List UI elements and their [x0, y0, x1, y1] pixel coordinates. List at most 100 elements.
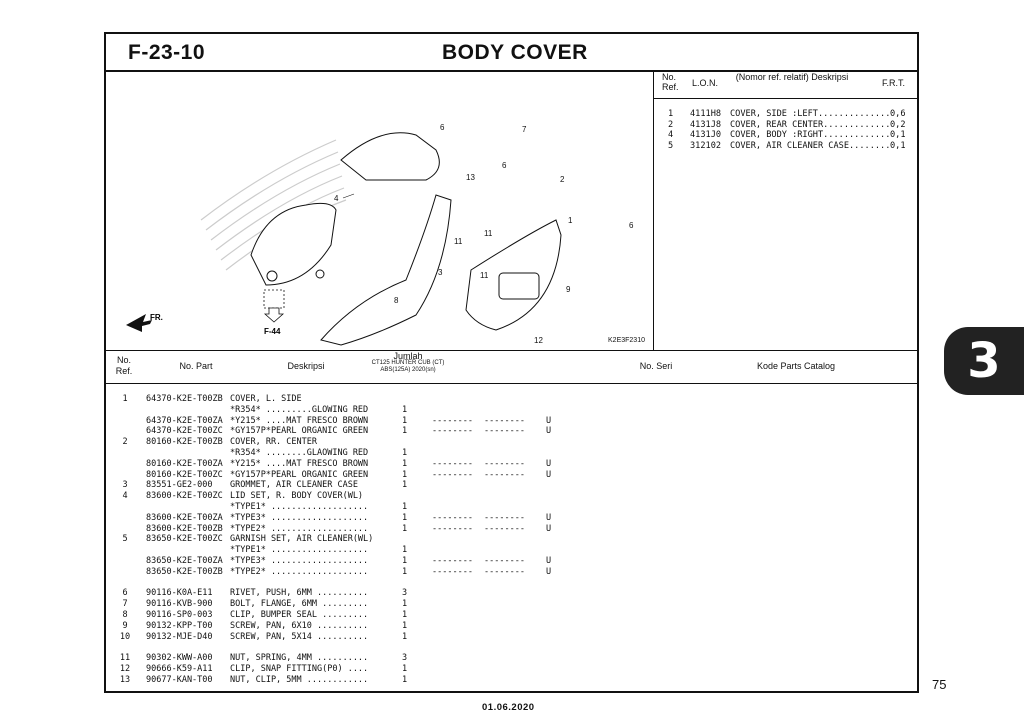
- table-row: 83600-K2E-T00ZB*TYPE2* .................…: [106, 524, 917, 535]
- cell-desc: *TYPE1* ...................: [230, 502, 369, 512]
- callout-12: 12: [534, 336, 543, 345]
- header-jumlah: Jumlah: [393, 351, 423, 361]
- parts-table-header: No. Ref. No. Part Deskripsi Jumlah CT125…: [106, 350, 917, 384]
- cell-qty: 1: [402, 469, 408, 480]
- cell-part: 83650-K2E-T00ZB: [146, 566, 223, 577]
- callout-3: 3: [438, 268, 443, 277]
- ref-cell-frt: 0,1: [890, 140, 906, 151]
- cell-desc: *TYPE2* ...................: [230, 566, 369, 577]
- table-row: 80160-K2E-T00ZC*GY157P*PEARL ORGANIC GRE…: [106, 470, 917, 481]
- ref-cell-desc: COVER, SIDE :LEFT..............: [730, 109, 891, 119]
- callout-8: 8: [394, 296, 399, 305]
- cell-ref: 6: [122, 588, 128, 599]
- table-row: 64370-K2E-T00ZA*Y215* ....MAT FRESCO BRO…: [106, 416, 917, 427]
- rear-center-cover: [340, 132, 440, 181]
- cell-u: U: [546, 426, 552, 437]
- cell-u: U: [546, 523, 552, 534]
- section-tab-number: 3: [967, 333, 1001, 389]
- fig-ref-f44: F-44: [263, 289, 285, 336]
- cell-d2: --------: [484, 458, 525, 469]
- cell-part: 64370-K2E-T00ZC: [146, 426, 223, 437]
- body-cover-right: [320, 194, 452, 346]
- ref-header-frt: F.R.T.: [882, 78, 906, 88]
- page-header: F-23-10 BODY COVER: [106, 34, 917, 72]
- grommet: [266, 270, 278, 282]
- cell-u: U: [546, 469, 552, 480]
- table-row: 83600-K2E-T00ZA*TYPE3* .................…: [106, 513, 917, 524]
- cell-d2: --------: [484, 469, 525, 480]
- cell-part: 90677-KAN-T00: [146, 674, 213, 685]
- garnish-emblem: [498, 272, 540, 300]
- cell-qty: 1: [402, 545, 408, 556]
- reference-table: No. Ref. L.O.N. (Nomor ref. relatif) Des…: [654, 70, 917, 350]
- cell-desc: NUT, SPRING, 4MM ..........: [230, 653, 369, 664]
- cell-desc: BOLT, FLANGE, 6MM .........: [230, 599, 369, 610]
- section-code: F-23-10: [128, 41, 206, 64]
- ref-cell-frt: 0,2: [890, 119, 906, 130]
- callout-6b: 6: [502, 161, 507, 170]
- cell-d1: --------: [432, 556, 473, 566]
- cell-part: 90116-K0A-E11: [146, 588, 213, 599]
- cell-qty: 1: [402, 566, 408, 577]
- cell-u: U: [546, 556, 552, 566]
- cell-desc: COVER, L. SIDE: [230, 394, 302, 404]
- cell-qty: 1: [402, 631, 408, 642]
- parts-illustration: 4 6 7 2 13 6 1 11 11 11 3 8 9 6 5 12 10: [126, 123, 658, 364]
- section-tab: 3: [944, 327, 1024, 395]
- exploded-diagram: 4 6 7 2 13 6 1 11 11 11 3 8 9 6 5 12 10: [106, 70, 658, 364]
- cell-part: 83551-GE2-000: [146, 480, 213, 491]
- cell-desc: *Y215* ....MAT FRESCO BROWN: [230, 458, 369, 469]
- cell-desc: GARNISH SET, AIR CLEANER(WL): [230, 534, 374, 545]
- cell-d1: --------: [432, 512, 473, 523]
- cell-qty: 3: [402, 588, 408, 599]
- cell-d1: --------: [432, 458, 473, 469]
- cell-desc: *TYPE1* ...................: [230, 545, 369, 556]
- header-deskripsi: Deskripsi: [287, 361, 325, 371]
- callout-1: 1: [568, 216, 573, 225]
- ref-cell-no: 1: [668, 109, 674, 119]
- callout-9: 9: [566, 285, 571, 294]
- cell-qty: 1: [402, 620, 408, 631]
- ref-header-desc: (Nomor ref. relatif) Deskripsi: [735, 72, 849, 82]
- cell-desc: SCREW, PAN, 5X14 ..........: [230, 631, 369, 642]
- cell-ref: 5: [122, 534, 128, 545]
- catalog-frame: F-23-10 BODY COVER 4 6 7: [104, 32, 919, 693]
- cell-desc: CLIP, SNAP FITTING(P0) ....: [230, 664, 369, 674]
- callout-11b: 11: [454, 237, 463, 246]
- table-row: [106, 578, 917, 589]
- ref-cell-desc: COVER, AIR CLEANER CASE........: [730, 140, 891, 151]
- header-no-seri: No. Seri: [639, 361, 673, 371]
- cell-part: 64370-K2E-T00ZA: [146, 415, 223, 426]
- cell-part: 83600-K2E-T00ZC: [146, 491, 223, 502]
- cell-d2: --------: [484, 556, 525, 566]
- callout-7: 7: [522, 125, 527, 134]
- cell-desc: COVER, RR. CENTER: [230, 437, 317, 448]
- cell-desc: *GY157P*PEARL ORGANIC GREEN: [230, 426, 369, 437]
- part-shapes: [250, 132, 562, 346]
- header-catalog: Kode Parts Catalog: [756, 361, 836, 371]
- table-row: 64370-K2E-T00ZC *GY157P*PEARL ORGANIC GRE…: [106, 426, 917, 437]
- cell-part: 80160-K2E-T00ZB: [146, 437, 223, 448]
- table-row: *TYPE1* ................... 1: [106, 545, 917, 556]
- cell-qty: 1: [402, 674, 408, 685]
- cell-part: 83600-K2E-T00ZA: [146, 512, 223, 523]
- direction-label: FR.: [150, 313, 163, 322]
- cell-part: 80160-K2E-T00ZA: [146, 458, 223, 469]
- callout-6a: 6: [440, 123, 445, 132]
- ref-cell-lon: 4131J8: [690, 119, 722, 130]
- cell-d1: --------: [432, 469, 473, 480]
- cell-qty: 1: [402, 448, 408, 458]
- cell-ref: 10: [119, 631, 131, 642]
- table-row: 83650-K2E-T00ZA*TYPE3* .................…: [106, 556, 917, 567]
- ref-cell-frt: 0,6: [890, 109, 906, 119]
- cell-qty: 1: [402, 556, 408, 566]
- cell-qty: 1: [402, 426, 408, 437]
- header-model: CT125 HUNTER CUB (CT) ABS(125A) 2020(sn): [371, 360, 445, 373]
- cell-part: 83600-K2E-T00ZB: [146, 523, 223, 534]
- cell-desc: LID SET, R. BODY COVER(WL): [230, 491, 364, 502]
- callout-4: 4: [334, 194, 339, 203]
